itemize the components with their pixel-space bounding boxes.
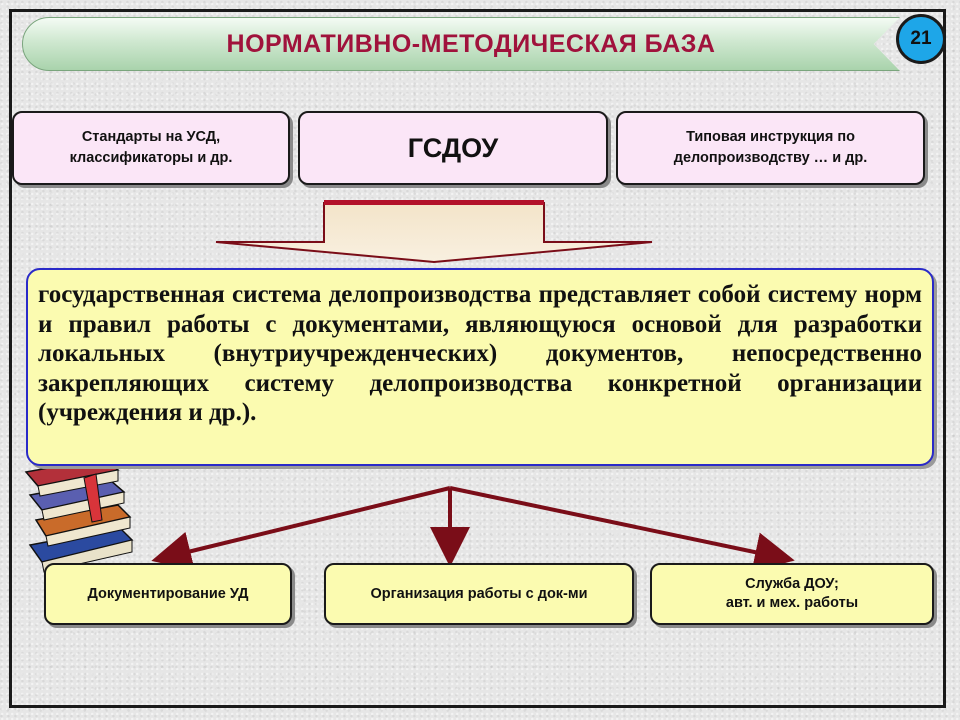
instruction-box: Типовая инструкция по делопроизводству ……	[616, 111, 925, 185]
dou-service-line2: авт. и мех. работы	[725, 595, 859, 611]
title-banner: НОРМАТИВНО-МЕТОДИЧЕСКАЯ БАЗА	[22, 17, 900, 71]
documenting-box: Документирование УД	[44, 563, 292, 625]
doc-work-box: Организация работы с док-ми	[324, 563, 634, 625]
page-number-badge: 21	[896, 14, 946, 64]
definition-panel: государственная система делопроизводства…	[26, 268, 934, 466]
standards-label: Стандарты на УСД, классификаторы и др.	[69, 129, 233, 166]
books-icon	[24, 457, 134, 573]
dou-service-line1: Служба ДОУ;	[745, 576, 839, 592]
dou-service-box: Служба ДОУ; авт. и мех. работы	[650, 563, 934, 625]
documenting-label: Документирование УД	[87, 585, 249, 602]
branch-arrows	[151, 486, 795, 572]
doc-work-label: Организация работы с док-ми	[370, 585, 588, 602]
gsdou-box: ГСДОУ	[298, 111, 608, 185]
definition-text: государственная система делопроизводства…	[38, 281, 922, 427]
slide-frame	[9, 9, 946, 708]
gsdou-label: ГСДОУ	[407, 132, 499, 163]
dou-service-label: Служба ДОУ; авт. и мех. работы	[726, 575, 858, 613]
instruction-label: Типовая инструкция по делопроизводству ……	[673, 129, 868, 166]
standards-box: Стандарты на УСД, классификаторы и др.	[12, 111, 290, 185]
page-title: НОРМАТИВНО-МЕТОДИЧЕСКАЯ БАЗА	[226, 29, 716, 58]
down-arrow-icon	[215, 200, 653, 264]
